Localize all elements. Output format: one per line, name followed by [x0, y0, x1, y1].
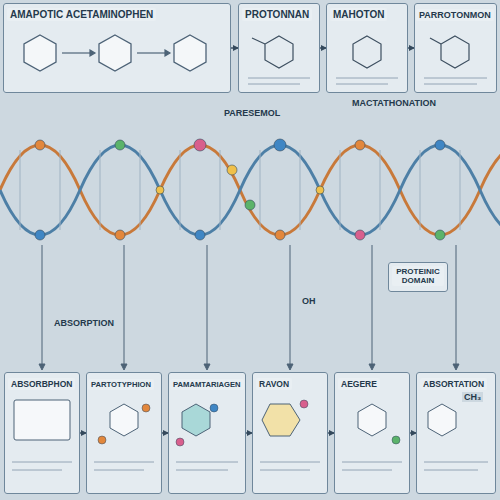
node-heading: PAMAMTARIAGEN [170, 379, 244, 390]
node-heading: PROTONNAN [242, 8, 312, 21]
flow-arrow [231, 47, 238, 48]
node-heading: PROTEINIC DOMAIN [392, 266, 444, 286]
stage-panel: PROTONNAN [238, 3, 320, 93]
chem-label: CH₃ [462, 392, 483, 402]
stage-panel: MAHOTON [326, 3, 408, 93]
process-box: RAVON [252, 372, 328, 494]
helix-label: PARESEMOL [222, 108, 282, 118]
stage-panel: PARROTONMON [414, 3, 497, 93]
node-heading: AEGERE [338, 378, 380, 390]
process-box: AEGERE [334, 372, 410, 494]
process-box: PARTOTYPHION [86, 372, 162, 494]
node-heading: MAHOTON [330, 8, 387, 21]
node-heading: PARROTONMON [416, 9, 494, 21]
title-panel: AMAPOTIC ACETAMINOPHEN [3, 3, 231, 93]
node-heading: PARTOTYPHION [88, 379, 154, 390]
process-box: ABSORBPHON [4, 372, 80, 494]
process-box: ABSORTATION [416, 372, 496, 494]
node-heading: ABSORTATION [420, 378, 487, 390]
node-heading: AMAPOTIC ACETAMINOPHEN [7, 8, 156, 21]
domain-box: PROTEINIC DOMAIN [388, 262, 448, 292]
helix-label: MACTATHONATION [350, 98, 438, 108]
node-heading: RAVON [256, 378, 292, 390]
node-heading: ABSORBPHON [8, 378, 75, 390]
chem-label: OH [300, 296, 318, 306]
stage-label: ABSORPTION [52, 318, 116, 328]
process-box: PAMAMTARIAGEN [168, 372, 246, 494]
